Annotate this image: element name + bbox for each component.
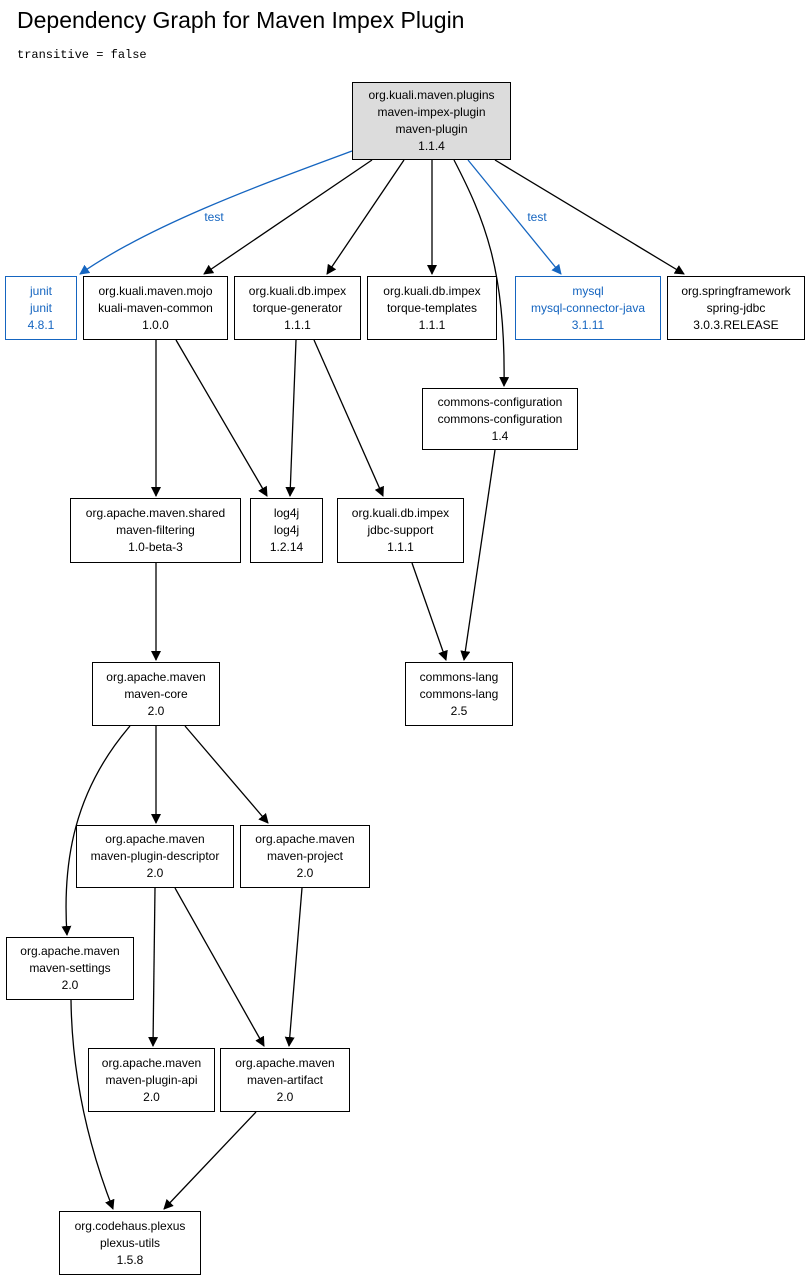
node-artifact: plexus-utils bbox=[99, 1235, 161, 1250]
node-version: 3.1.11 bbox=[571, 317, 605, 332]
node-group: org.apache.maven bbox=[101, 1055, 202, 1070]
page-title: Dependency Graph for Maven Impex Plugin bbox=[17, 7, 465, 33]
dependency-node-junit: junit junit 4.8.1 bbox=[5, 276, 77, 340]
node-version: 3.0.3.RELEASE bbox=[693, 317, 779, 332]
node-version: 1.2.14 bbox=[269, 540, 304, 554]
dependency-node-torque-templates: org.kuali.db.impex torque-templates 1.1.1 bbox=[367, 276, 497, 340]
node-version: 1.5.8 bbox=[116, 1252, 144, 1267]
node-artifact: maven-plugin-descriptor bbox=[90, 849, 220, 863]
edge-root-to-kuali-common bbox=[203, 159, 373, 275]
edge-plugin-descriptor-to-plugin-api bbox=[148, 887, 159, 1047]
node-group: log4j bbox=[273, 506, 300, 520]
dependency-node-maven-artifact: org.apache.maven maven-artifact 2.0 bbox=[220, 1048, 350, 1112]
node-group: org.kuali.maven.mojo bbox=[98, 283, 213, 298]
dependency-node-root: org.kuali.maven.plugins maven-impex-plugi… bbox=[352, 82, 511, 160]
node-artifact: junit bbox=[29, 300, 52, 315]
node-artifact: maven-filtering bbox=[116, 523, 195, 537]
node-version: 1.0-beta-3 bbox=[128, 540, 183, 554]
node-artifact: maven-core bbox=[124, 686, 188, 701]
dependency-node-jdbc-support: org.kuali.db.impex jdbc-support 1.1.1 bbox=[337, 498, 464, 563]
node-version: 2.0 bbox=[296, 866, 314, 880]
dependency-node-mysql: mysql mysql-connector-java 3.1.11 bbox=[515, 276, 661, 340]
node-artifact: jdbc-support bbox=[367, 523, 434, 537]
node-artifact: maven-settings bbox=[29, 961, 111, 975]
dependency-node-log4j: log4j log4j 1.2.14 bbox=[250, 498, 323, 563]
node-artifact: torque-generator bbox=[252, 300, 343, 315]
dependency-node-plugin-descriptor: org.apache.maven maven-plugin-descriptor 2… bbox=[76, 825, 234, 888]
dependency-node-maven-core: org.apache.maven maven-core 2.0 bbox=[92, 662, 220, 726]
dependency-node-spring-jdbc: org.springframework spring-jdbc 3.0.3.RELE… bbox=[667, 276, 805, 340]
dependency-node-commons-configuration: commons-configuration commons-configurati… bbox=[422, 388, 578, 450]
node-version: 2.5 bbox=[450, 703, 468, 718]
node-version: 2.0 bbox=[147, 703, 165, 718]
node-group: org.kuali.db.impex bbox=[351, 506, 450, 520]
edge-torque-generator-to-log4j bbox=[285, 339, 297, 497]
edge-plugin-descriptor-to-maven-artifact bbox=[174, 887, 265, 1047]
edge-maven-artifact-to-plexus-utils bbox=[163, 1111, 257, 1210]
edge-commons-configuration-to-commons-lang bbox=[460, 449, 496, 661]
node-artifact: maven-plugin-api bbox=[105, 1072, 198, 1087]
edge-root-to-mysql bbox=[467, 159, 562, 275]
node-group: org.apache.maven bbox=[20, 944, 120, 958]
node-group: org.apache.maven bbox=[235, 1055, 335, 1070]
dependency-node-torque-generator: org.kuali.db.impex torque-generator 1.1.1 bbox=[234, 276, 361, 340]
node-group: commons-configuration bbox=[437, 394, 563, 409]
node-version: 2.0 bbox=[276, 1089, 294, 1104]
dependency-node-kuali-common: org.kuali.maven.mojo kuali-maven-common 1.… bbox=[83, 276, 228, 340]
node-group: junit bbox=[29, 283, 52, 298]
dependency-node-maven-filtering: org.apache.maven.shared maven-filtering 1.… bbox=[70, 498, 241, 563]
node-artifact: commons-configuration bbox=[437, 411, 563, 426]
node-group: mysql bbox=[572, 283, 604, 298]
node-group: org.apache.maven bbox=[255, 832, 355, 846]
edge-maven-settings-to-plexus-utils bbox=[70, 999, 115, 1210]
node-artifact: commons-lang bbox=[419, 686, 499, 701]
node-group: org.apache.maven bbox=[106, 669, 206, 684]
node-group: org.apache.maven bbox=[105, 832, 205, 846]
dependency-node-plexus-utils: org.codehaus.plexus plexus-utils 1.5.8 bbox=[59, 1211, 201, 1275]
node-artifact: maven-project bbox=[266, 849, 344, 863]
node-group: org.springframework bbox=[681, 283, 791, 298]
node-version: 2.0 bbox=[143, 1089, 160, 1104]
dependency-node-commons-lang: commons-lang commons-lang 2.5 bbox=[405, 662, 513, 726]
edge-scope-label: test bbox=[204, 210, 224, 224]
node-version: 4.8.1 bbox=[27, 317, 55, 332]
node-artifact: mysql-connector-java bbox=[530, 300, 646, 315]
node-group: org.kuali.db.impex bbox=[248, 283, 347, 298]
node-artifact: spring-jdbc bbox=[706, 300, 766, 315]
edge-scope-label: test bbox=[527, 210, 547, 224]
node-artifact: maven-impex-plugin bbox=[377, 105, 486, 119]
node-version: 2.0 bbox=[146, 866, 164, 880]
dependency-node-maven-settings: org.apache.maven maven-settings 2.0 bbox=[6, 937, 134, 1000]
node-group: org.codehaus.plexus bbox=[74, 1218, 186, 1233]
edge-root-to-commons-configuration bbox=[453, 159, 510, 387]
node-version: 1.1.1 bbox=[418, 317, 446, 332]
node-group: org.apache.maven.shared bbox=[85, 506, 226, 520]
node-type: maven-plugin bbox=[395, 122, 468, 136]
node-artifact: maven-artifact bbox=[246, 1072, 324, 1087]
node-version: 1.1.1 bbox=[387, 540, 414, 554]
node-version: 1.1.4 bbox=[418, 139, 445, 153]
node-version: 1.0.0 bbox=[142, 317, 169, 332]
edge-root-to-spring-jdbc bbox=[494, 159, 685, 275]
edge-maven-core-to-maven-project bbox=[184, 725, 269, 824]
edge-maven-project-to-maven-artifact bbox=[284, 887, 303, 1047]
edge-root-to-junit bbox=[79, 150, 353, 275]
node-version: 2.0 bbox=[61, 978, 79, 992]
edge-root-to-torque-generator bbox=[326, 159, 405, 275]
node-artifact: torque-templates bbox=[386, 300, 478, 315]
node-version: 1.1.1 bbox=[284, 317, 311, 332]
dependency-node-maven-project: org.apache.maven maven-project 2.0 bbox=[240, 825, 370, 888]
node-version: 1.4 bbox=[491, 428, 509, 443]
node-artifact: kuali-maven-common bbox=[98, 300, 213, 315]
node-group: org.kuali.db.impex bbox=[383, 283, 481, 298]
edge-jdbc-support-to-commons-lang bbox=[411, 562, 448, 661]
dependency-node-plugin-api: org.apache.maven maven-plugin-api 2.0 bbox=[88, 1048, 215, 1112]
edge-torque-generator-to-jdbc-support bbox=[313, 339, 384, 497]
edge-kuali-common-to-log4j bbox=[175, 339, 268, 497]
node-artifact: log4j bbox=[273, 523, 300, 537]
node-group: org.kuali.maven.plugins bbox=[368, 88, 495, 102]
node-group: commons-lang bbox=[419, 669, 499, 684]
transitive-setting: transitive = false bbox=[17, 48, 147, 62]
